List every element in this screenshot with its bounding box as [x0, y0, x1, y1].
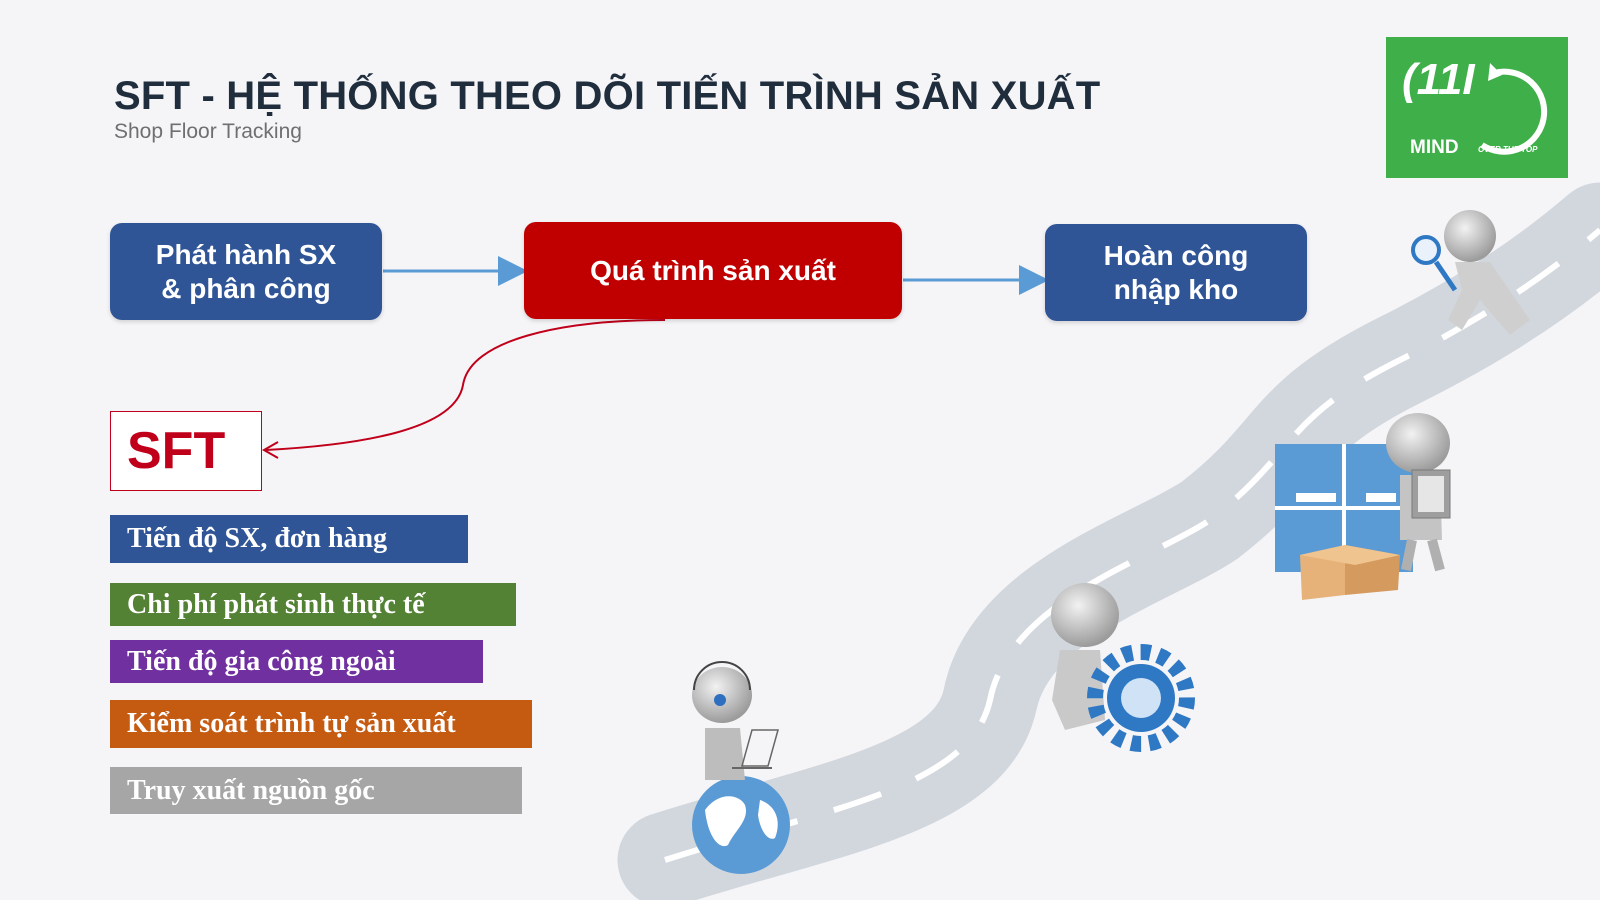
flow-step-production-label: Quá trình sản xuất: [590, 254, 836, 286]
laptop-icon: [732, 729, 779, 769]
logo-name: MIND: [1410, 137, 1459, 158]
page-subtitle: Shop Floor Tracking: [114, 120, 302, 143]
sft-label-box: SFT: [110, 411, 262, 491]
flow-step-issue-label: Phát hành SX & phân công: [155, 238, 337, 304]
boxes-icon: [1300, 545, 1400, 600]
logo-mark: (11I: [1402, 55, 1475, 104]
flow-step-issue: Phát hành SX & phân công: [110, 223, 382, 320]
person-gear-figure: [1051, 583, 1119, 730]
feature-traceability: Truy xuất nguồn gốc: [110, 767, 522, 814]
headset-icon: [693, 661, 751, 706]
flow-step-production: Quá trình sản xuất: [524, 222, 902, 319]
gear-icon: [1087, 644, 1195, 752]
feature-production-progress: Tiến độ SX, đơn hàng: [110, 515, 468, 563]
feature-outsourcing-progress: Tiến độ gia công ngoài: [110, 640, 483, 683]
person-magnifier-figure: [1411, 210, 1530, 335]
magnifier-icon: [1411, 235, 1458, 292]
connector-to-sft: [265, 319, 666, 451]
road-illustration: [617, 182, 1600, 900]
globe-icon: [692, 776, 790, 874]
person-clipboard-figure: [1386, 413, 1451, 572]
feature-sequence-control: Kiểm soát trình tự sản xuất: [110, 700, 532, 748]
mind-logo: (11I MIND OVER THE TOP: [1386, 37, 1568, 178]
logo-tagline: OVER THE TOP: [1478, 145, 1538, 154]
sft-label: SFT: [127, 422, 226, 480]
feature-actual-costs: Chi phí phát sinh thực tế: [110, 583, 516, 626]
logo-swoosh-icon: [1480, 63, 1548, 155]
page-title: SFT - HỆ THỐNG THEO DÕI TIẾN TRÌNH SẢN X…: [114, 74, 1101, 118]
clipboard-icon: [1411, 469, 1451, 519]
flow-step-completion-label: Hoàn công nhập kho: [1103, 239, 1249, 305]
shelf-illustration: [1275, 444, 1413, 572]
person-laptop-figure: [692, 661, 779, 780]
flow-step-completion: Hoàn công nhập kho: [1045, 224, 1307, 321]
